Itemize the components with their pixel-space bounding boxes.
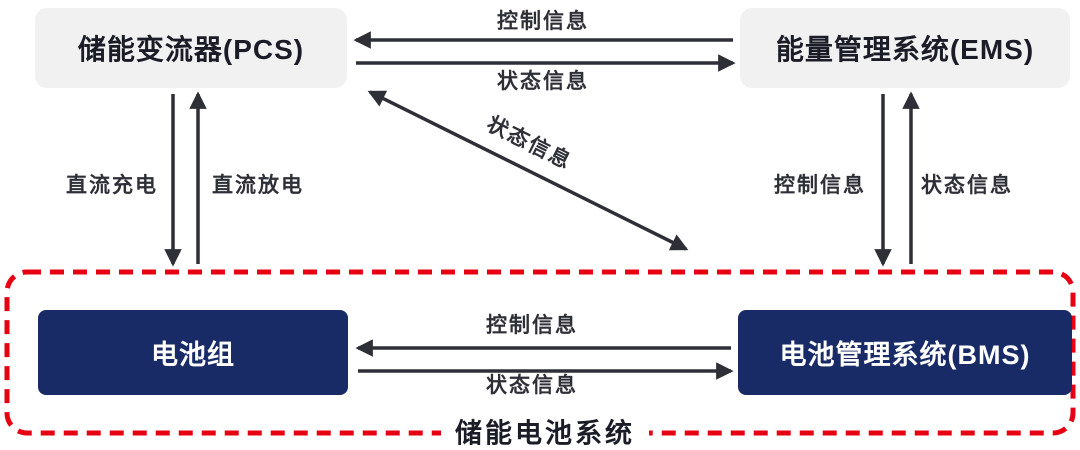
node-bms: 电池管理系统(BMS) xyxy=(738,310,1072,395)
storage-battery-system-dashed-border xyxy=(4,269,1076,436)
node-battery-pack: 电池组 xyxy=(38,310,348,395)
edge-label-dc-discharge: 直流放电 xyxy=(212,174,304,197)
edge-label-pcs-ems-status: 状态信息 xyxy=(497,70,589,93)
arrow-status-bms-pcs-diagonal xyxy=(367,90,689,251)
edge-label-bms-ems-status: 状态信息 xyxy=(921,174,1013,197)
edge-label-ems-bms-control: 控制信息 xyxy=(774,174,866,197)
node-pcs: 储能变流器(PCS) xyxy=(35,8,347,88)
storage-battery-system-label: 储能电池系统 xyxy=(441,411,649,450)
node-ems: 能量管理系统(EMS) xyxy=(740,8,1070,88)
edge-label-dc-charge: 直流充电 xyxy=(66,174,158,197)
edge-label-ems-pcs-control: 控制信息 xyxy=(497,10,589,33)
edge-label-bms-battery-control: 控制信息 xyxy=(486,314,578,337)
edge-label-battery-bms-status: 状态信息 xyxy=(486,374,578,397)
